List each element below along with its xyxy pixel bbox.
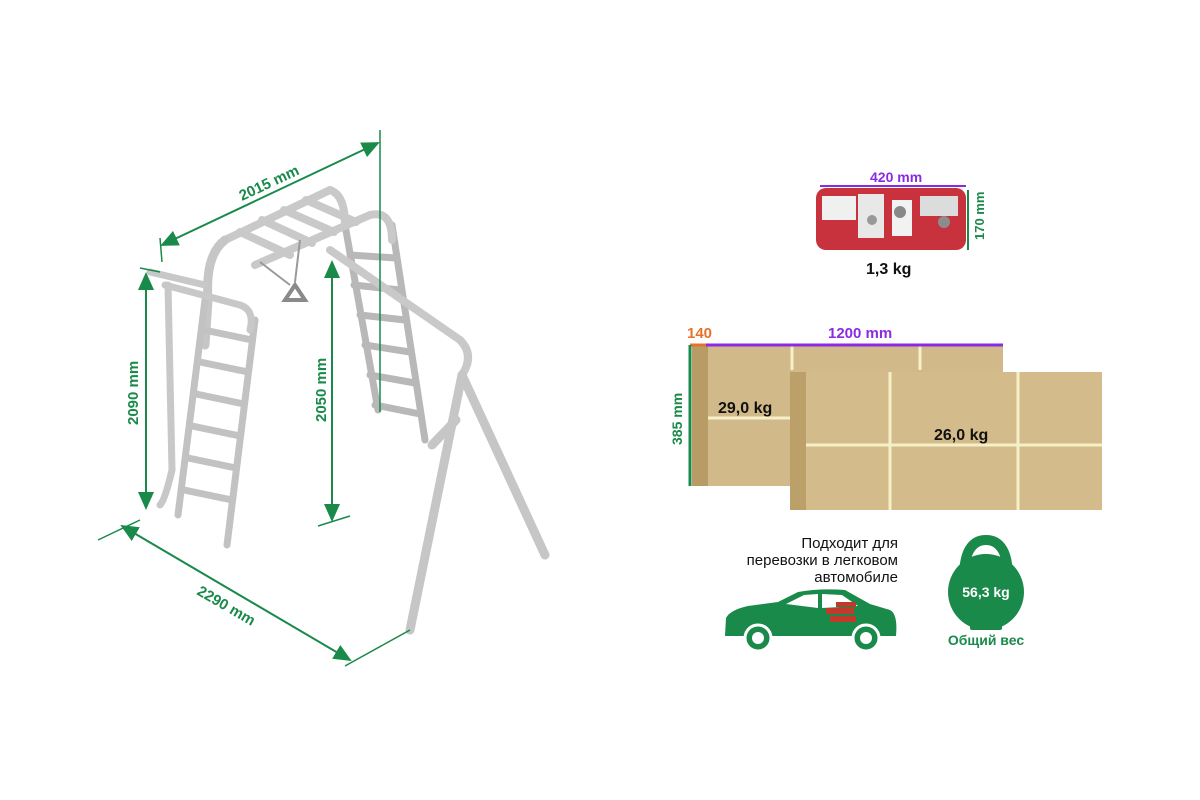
car-icon xyxy=(725,589,897,653)
box-1-weight: 29,0 kg xyxy=(718,400,772,417)
hardware-pack-icon xyxy=(816,188,966,250)
hardware-length-dimension: 420 mm xyxy=(870,169,922,185)
car-transport-note: Подходит для перевозки в легковом автомо… xyxy=(724,535,898,586)
box-length-dimension: 1200 mm xyxy=(828,325,892,342)
hardware-height-dimension: 170 mm xyxy=(972,192,987,240)
car-note-line-1: Подходит для xyxy=(801,535,898,552)
hardware-weight: 1,3 kg xyxy=(866,261,911,278)
climbing-frame-illustration: 2015 mm 2090 mm 2050 mm 2290 mm xyxy=(97,130,550,667)
dim-line-width xyxy=(160,142,380,246)
kettlebell-icon: 56,3 kg xyxy=(948,534,1024,630)
hardware-pack: 420 mm 170 mm 1,3 kg xyxy=(816,169,987,278)
ladder-height-dimension: 2050 mm xyxy=(313,358,330,422)
dim-line-depth xyxy=(120,524,352,662)
depth-dimension: 2290 mm xyxy=(194,583,258,630)
package-boxes: 29,0 kg 26,0 kg 140 1200 mm 385 mm xyxy=(669,325,1102,510)
back-ladder xyxy=(341,221,429,444)
car-note-line-3: автомобиле xyxy=(814,569,898,586)
main-frame-legs xyxy=(200,235,550,635)
box-height-dimension: 385 mm xyxy=(669,393,685,445)
car-note-line-2: перевозки в легковом xyxy=(746,552,898,569)
box-2: 26,0 kg xyxy=(790,372,1102,510)
gym-rings xyxy=(259,239,309,302)
total-weight-label: Общий вес xyxy=(947,632,1025,648)
total-weight: 56,3 kg xyxy=(962,584,1009,600)
top-monkey-bars xyxy=(221,186,472,379)
box-depth-dimension: 140 xyxy=(687,325,712,342)
height-dimension: 2090 mm xyxy=(125,361,142,425)
side-bar xyxy=(146,268,255,509)
box-2-weight: 26,0 kg xyxy=(934,427,988,444)
front-ladder xyxy=(174,296,259,549)
